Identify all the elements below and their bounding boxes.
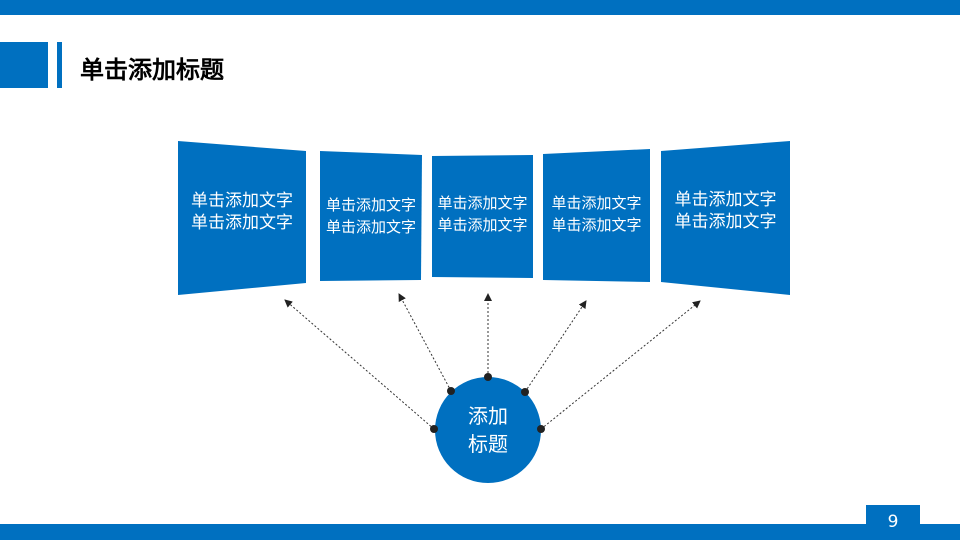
page-number: 9 bbox=[866, 505, 920, 540]
arrow-2 bbox=[398, 293, 452, 392]
arrow-5 bbox=[540, 300, 701, 430]
center-title-line: 标题 bbox=[468, 432, 508, 456]
panel-5-text: 单击添加文字单击添加文字 bbox=[661, 189, 790, 233]
connector-dot bbox=[537, 425, 545, 433]
top-bar bbox=[0, 0, 960, 15]
center-title-line: 添加 bbox=[468, 404, 508, 428]
panel-1-text: 单击添加文字单击添加文字 bbox=[178, 190, 306, 234]
panel-text-line: 单击添加文字 bbox=[551, 216, 642, 234]
panel-4-text: 单击添加文字单击添加文字 bbox=[543, 192, 650, 236]
panel-2-text: 单击添加文字单击添加文字 bbox=[320, 194, 422, 238]
panel-text-line: 单击添加文字 bbox=[325, 218, 416, 236]
title-accent-bar bbox=[57, 42, 62, 88]
panel-2[interactable] bbox=[320, 151, 422, 281]
connector-dot bbox=[430, 425, 438, 433]
page-title[interactable]: 单击添加标题 bbox=[80, 56, 224, 84]
connector-dot bbox=[447, 387, 455, 395]
panel-text-line: 单击添加文字 bbox=[437, 216, 528, 234]
panel-text-line: 单击添加文字 bbox=[325, 196, 416, 214]
panel-3-text: 单击添加文字单击添加文字 bbox=[432, 192, 533, 236]
panel-4[interactable] bbox=[543, 149, 650, 282]
center-title: 添加标题 bbox=[435, 402, 541, 458]
panel-1[interactable] bbox=[178, 141, 306, 295]
panel-text-line: 单击添加文字 bbox=[191, 213, 293, 233]
panel-text-line: 单击添加文字 bbox=[674, 190, 777, 210]
connector-dot bbox=[484, 373, 492, 381]
panel-text-line: 单击添加文字 bbox=[191, 191, 293, 211]
arrow-4 bbox=[524, 300, 587, 393]
panel-text-line: 单击添加文字 bbox=[551, 194, 642, 212]
bottom-bar bbox=[0, 524, 960, 540]
panel-text-line: 单击添加文字 bbox=[674, 212, 777, 232]
title-accent-square bbox=[0, 42, 48, 88]
arrow-1 bbox=[284, 299, 435, 430]
panel-5[interactable] bbox=[661, 141, 790, 295]
panel-3[interactable] bbox=[432, 155, 533, 278]
center-circle[interactable] bbox=[435, 377, 541, 483]
connector-dot bbox=[521, 388, 529, 396]
panel-text-line: 单击添加文字 bbox=[437, 194, 528, 212]
